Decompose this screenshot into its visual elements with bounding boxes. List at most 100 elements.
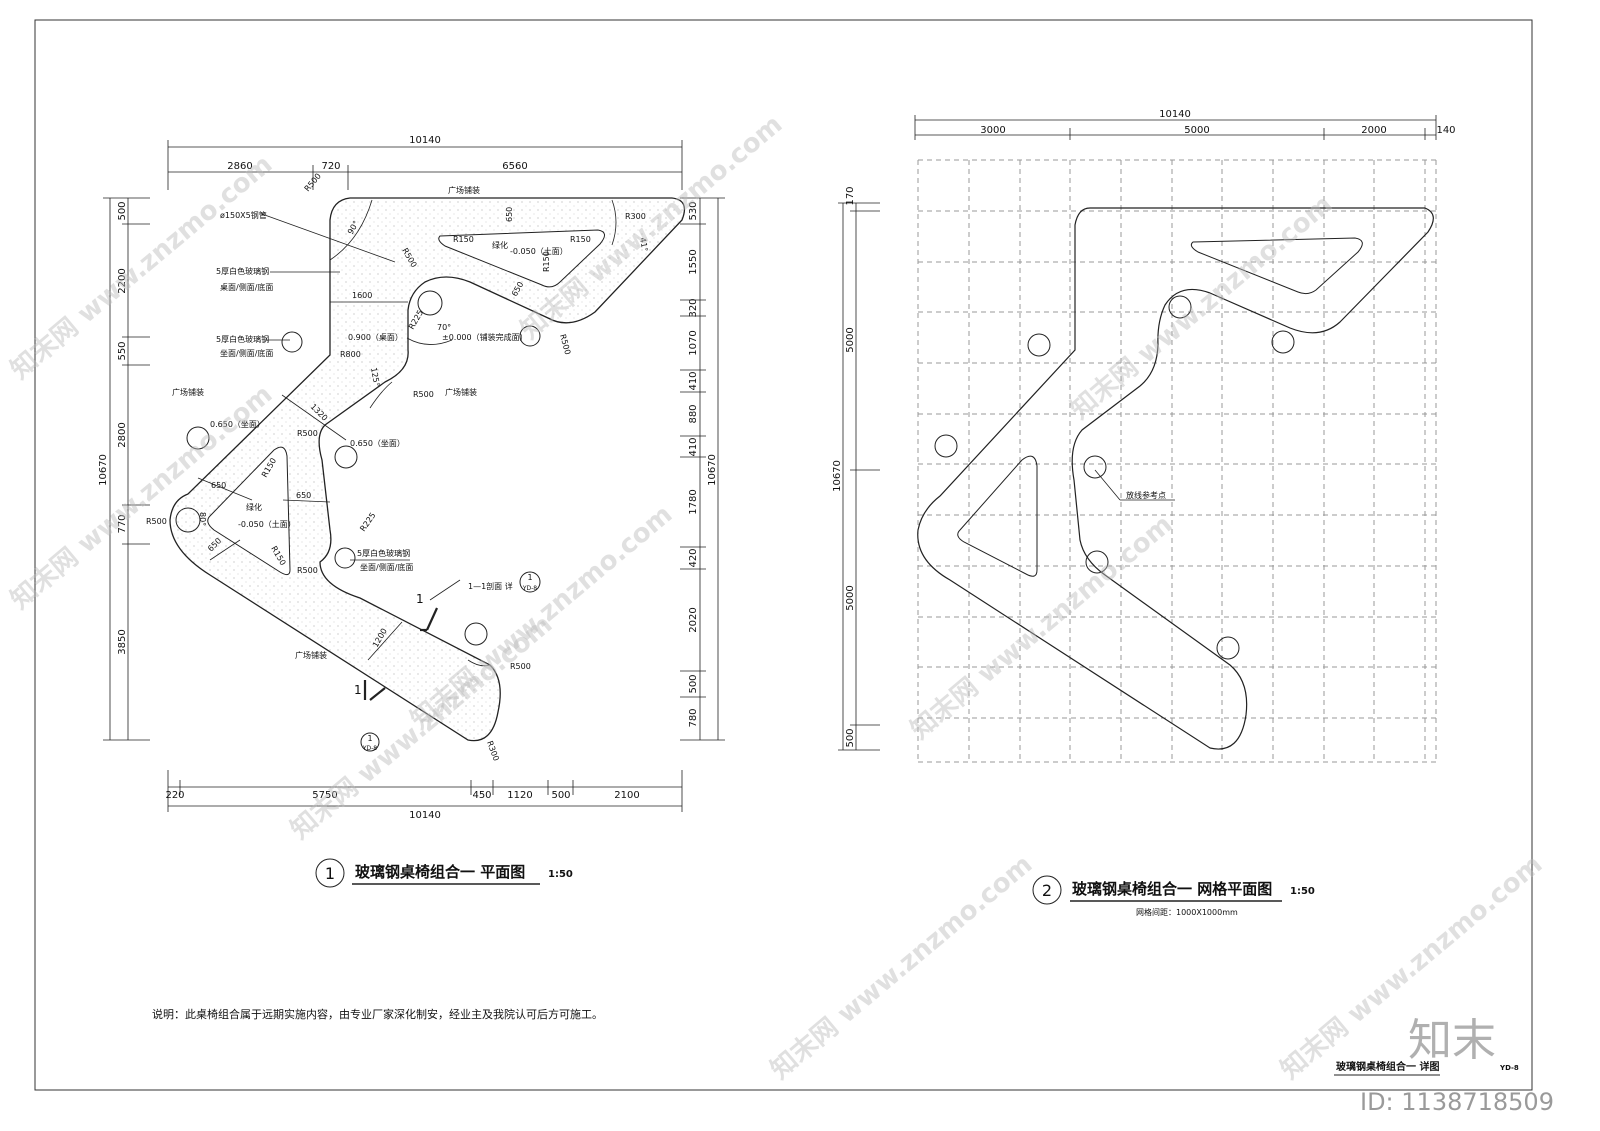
section-callout-number: 1 [527, 573, 532, 582]
plan1-left-seg-6: 3850 [117, 629, 128, 654]
plan1-right-seg-7: 410 [688, 437, 699, 456]
label-green-1: 绿化 [492, 240, 508, 250]
label-r500g: R500 [510, 662, 531, 671]
label-r500f: R500 [297, 566, 318, 575]
plan1-right-seg-2: 1550 [688, 249, 699, 274]
label-green-2-level: -0.050（土面） [238, 519, 296, 529]
ref-point-leader [1094, 469, 1121, 501]
stool-circle [934, 434, 958, 458]
plan-1: 10140 2860 720 6560 220 5750 450 1120 50… [98, 135, 725, 888]
plan1-right-seg-1: 530 [688, 201, 699, 220]
plan1-top-seg-2: 720 [321, 161, 340, 172]
plan2-inner-area-2 [957, 455, 1038, 577]
plan1-left-seg-4: 2800 [117, 422, 128, 447]
label-650c: 650 [211, 481, 226, 490]
label-r150c: R150 [542, 251, 551, 272]
label-r500d: R500 [297, 429, 318, 438]
stool-circle [1027, 333, 1051, 357]
stool-circle [464, 622, 488, 646]
title-block-drawing: 玻璃钢桌椅组合一 详图 [1336, 1060, 1439, 1073]
plan2-scale: 1:50 [1290, 886, 1315, 897]
plan1-green-area-1 [438, 229, 605, 288]
plan2-left-seg-1: 170 [845, 186, 856, 205]
label-angle-41: 41° [638, 237, 649, 253]
label-green-1-level: -0.050（土面） [510, 246, 568, 256]
plan2-left-seg-3: 5000 [845, 585, 856, 610]
detail-callout-circle [360, 732, 380, 752]
section-cut-marks [363, 607, 439, 701]
label-650d: 650 [296, 491, 311, 500]
label-r300a: R300 [625, 212, 646, 221]
plan1-left-seg-3: 550 [117, 341, 128, 360]
image-id: ID: 1138718509 [1360, 1088, 1554, 1116]
label-pipe: ø150X5钢管 [220, 210, 267, 220]
label-angle-70: 70° [437, 323, 451, 332]
plan1-left-total: 10670 [98, 454, 109, 486]
plan2-title-number: 2 [1042, 881, 1052, 900]
stool-circle [519, 325, 541, 347]
label-plaza-mid: 广场铺装 [445, 387, 477, 397]
plan1-stools [175, 290, 541, 646]
watermarks: 知末网 www.znzmo.com 知末网 www.znzmo.com 知末网 … [5, 109, 1548, 1085]
label-note1b: 桌面/侧面/底面 [220, 282, 273, 292]
stool-circle [1168, 295, 1192, 319]
plan1-left-seg-2: 2200 [117, 268, 128, 293]
plan2-left-seg-4: 500 [845, 728, 856, 747]
plan1-top-seg-3: 6560 [502, 161, 527, 172]
section-callout-circle [519, 571, 541, 593]
plan1-right-seg-3: 320 [688, 298, 699, 317]
plan1-joint-lines [197, 199, 617, 667]
plan2-inner-area-1 [1190, 237, 1363, 295]
label-r500-extra: R500 [558, 333, 572, 355]
label-angle-80: 80° [198, 512, 207, 526]
plan1-left-seg-1: 500 [117, 201, 128, 220]
plan1-leader-lines [261, 213, 461, 601]
plan2-stools [934, 295, 1295, 660]
label-plaza-top: 广场铺装 [448, 185, 480, 195]
label-plaza-bottom: 广场铺装 [295, 650, 327, 660]
plan1-right-seg-6: 880 [688, 404, 699, 423]
plan1-green-area-2 [207, 446, 291, 576]
stool-circle [334, 547, 356, 569]
stool-circle [1083, 455, 1107, 479]
plan1-title: 玻璃钢桌椅组合一 平面图 [355, 863, 525, 881]
stool-circle [1216, 636, 1240, 660]
plan1-top-seg-1: 2860 [227, 161, 252, 172]
plan2-title-circle [1032, 875, 1062, 905]
stool-circle [175, 507, 201, 533]
plan1-bottom-seg-5: 500 [551, 790, 570, 801]
ref-point-label: 放线参考点 [1126, 490, 1166, 500]
logo-zhimo: 知末 [1408, 1015, 1496, 1066]
plan1-title-number: 1 [325, 864, 335, 883]
plan1-title-circle [315, 858, 345, 888]
label-note2a: 5厚白色玻璃钢 [216, 334, 269, 344]
stool-circle [281, 331, 303, 353]
plan1-scale: 1:50 [548, 869, 573, 880]
plan2-top-seg-2: 5000 [1184, 125, 1209, 136]
section-cut-2: 1 [354, 683, 362, 697]
plan-2: 10140 3000 5000 2000 140 10670 170 5000 … [832, 109, 1456, 917]
watermark: 知末网 www.znzmo.com [905, 509, 1178, 745]
drawing-note: 说明：此桌椅组合属于远期实施内容，由专业厂家深化制安，经业主及我院认可后方可施工… [152, 1007, 603, 1021]
plan1-right-seg-8: 1780 [688, 489, 699, 514]
plan2-top-seg-1: 3000 [980, 125, 1005, 136]
label-r500c: R500 [413, 390, 434, 399]
plan2-left-seg-2: 5000 [845, 327, 856, 352]
stool-circle [1271, 330, 1295, 354]
plan1-bottom-total: 10140 [409, 810, 441, 821]
plan1-bottom-seg-3: 450 [472, 790, 491, 801]
label-650a: 650 [505, 207, 514, 222]
label-angle-125: 125° [369, 367, 381, 388]
stool-circle [417, 290, 443, 316]
plan2-top-seg-4: 140 [1436, 125, 1455, 136]
plan1-top-total: 10140 [409, 135, 441, 146]
label-r300b: R300 [485, 740, 501, 763]
stool-circle [334, 445, 358, 469]
watermark: 知末网 www.znzmo.com [765, 849, 1038, 1085]
plan1-bottom-seg-4: 1120 [507, 790, 532, 801]
label-section: 1—1剖面 详 [468, 581, 513, 591]
sheet-border [34, 19, 1533, 1091]
plan1-right-seg-12: 780 [688, 708, 699, 727]
plan2-bench-outline [917, 207, 1434, 750]
